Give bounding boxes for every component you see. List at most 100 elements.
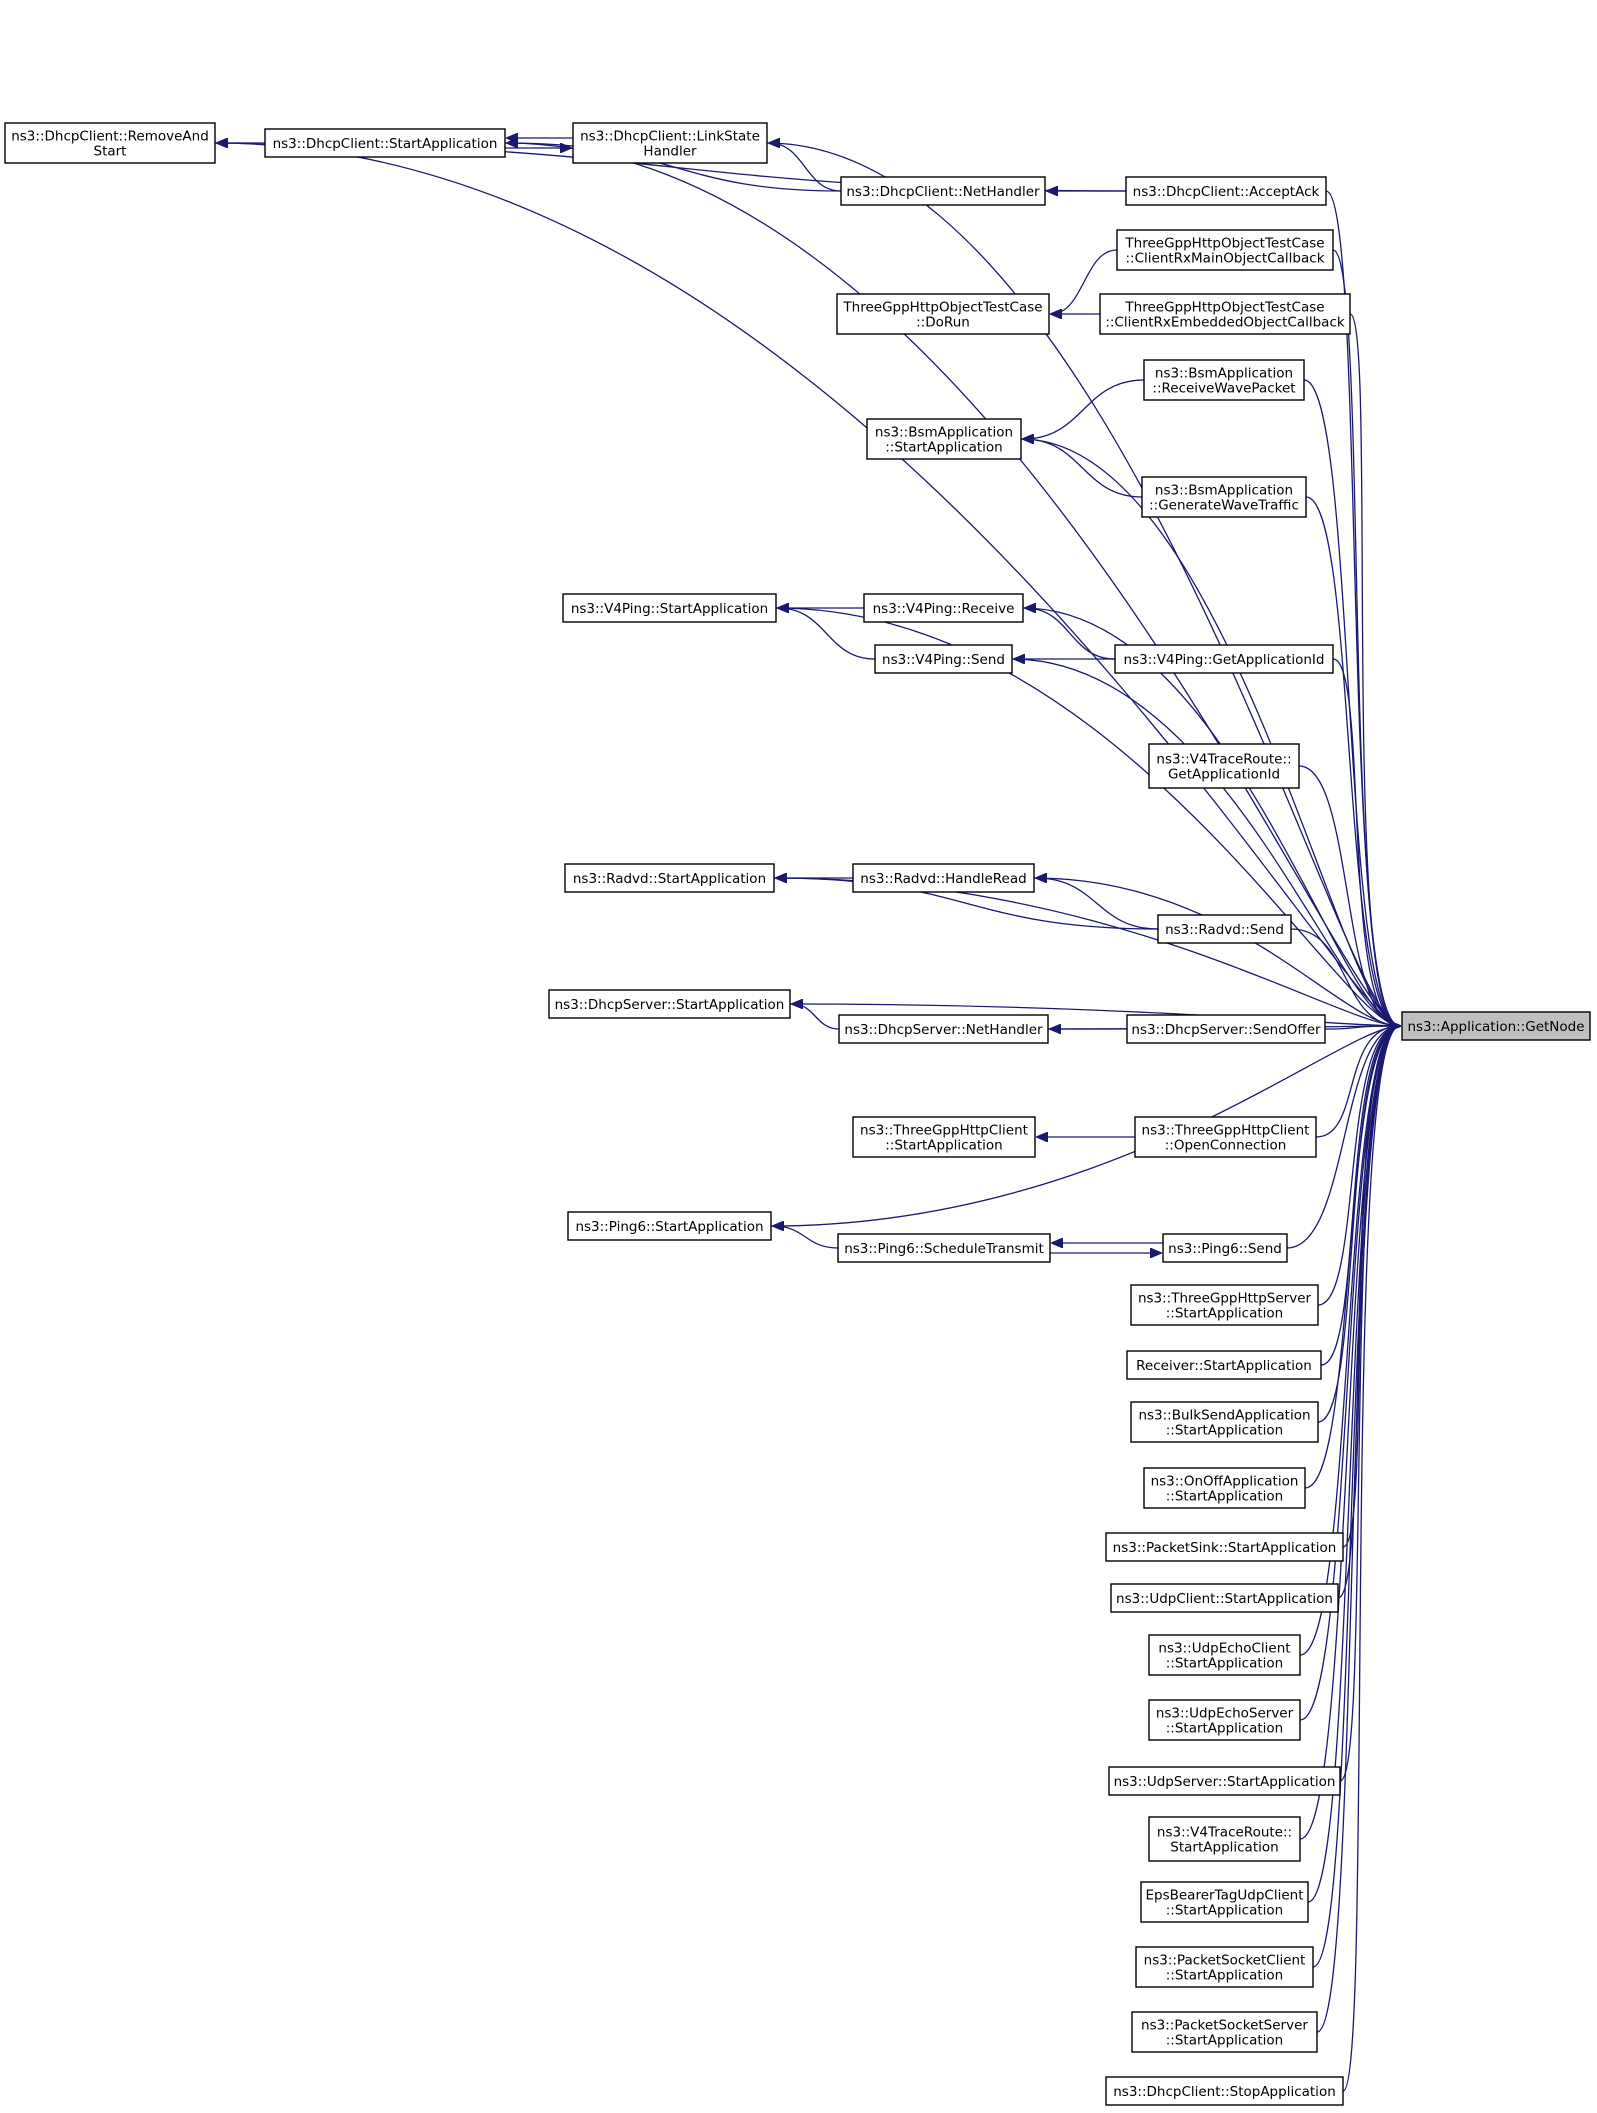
node-v4trace-startapp[interactable]: ns3::V4TraceRoute::StartApplication <box>1148 1816 1301 1862</box>
node-v4ping-receive[interactable]: ns3::V4Ping::Receive <box>863 593 1024 623</box>
node-bsm-receive[interactable]: ns3::BsmApplication::ReceiveWavePacket <box>1143 359 1305 401</box>
node-dhcpserver-nethandler[interactable]: ns3::DhcpServer::NetHandler <box>838 1014 1049 1044</box>
node-label: ::DoRun <box>916 315 970 331</box>
node-packetsink-startapp[interactable]: ns3::PacketSink::StartApplication <box>1105 1532 1344 1562</box>
node-acceptack[interactable]: ns3::DhcpClient::AcceptAck <box>1125 176 1327 206</box>
node-box <box>1126 1014 1326 1044</box>
node-httpserver-startapp[interactable]: ns3::ThreeGppHttpServer::StartApplicatio… <box>1130 1284 1319 1326</box>
node-label: ::StartApplication <box>885 440 1003 456</box>
node-udpechoserver-startapp[interactable]: ns3::UdpEchoServer::StartApplication <box>1148 1699 1301 1741</box>
node-dhcpserver-startapp[interactable]: ns3::DhcpServer::StartApplication <box>548 989 791 1019</box>
node-dhcp-stopapp[interactable]: ns3::DhcpClient::StopApplication <box>1105 2076 1344 2106</box>
node-radvd-handleread[interactable]: ns3::Radvd::HandleRead <box>852 863 1035 893</box>
node-label: ns3::Application::GetNode <box>1407 1019 1584 1035</box>
node-label: ns3::V4Ping::GetApplicationId <box>1124 652 1325 668</box>
node-label: ns3::DhcpClient::NetHandler <box>846 184 1040 200</box>
node-label: ns3::Ping6::StartApplication <box>575 1219 763 1235</box>
node-label: ::StartApplication <box>1166 1968 1284 1984</box>
node-v4trace-getappid[interactable]: ns3::V4TraceRoute::GetApplicationId <box>1148 743 1300 789</box>
node-box <box>567 1211 772 1241</box>
edge-radvd-send-to-getnode <box>1290 928 1400 1026</box>
node-box <box>1108 1766 1341 1796</box>
node-ping6-send[interactable]: ns3::Ping6::Send <box>1162 1233 1288 1263</box>
node-bsm-generate[interactable]: ns3::BsmApplication::GenerateWaveTraffic <box>1141 476 1307 518</box>
node-label: ns3::DhcpServer::SendOffer <box>1131 1022 1321 1038</box>
node-v4ping-getappid[interactable]: ns3::V4Ping::GetApplicationId <box>1114 644 1334 674</box>
node-label: ThreeGppHttpObjectTestCase <box>842 300 1042 316</box>
nodes-layer: ns3::Application::GetNodens3::DhcpClient… <box>4 122 1591 2106</box>
node-onoff-startapp[interactable]: ns3::OnOffApplication::StartApplication <box>1143 1467 1306 1509</box>
node-label: ns3::UdpEchoClient <box>1158 1641 1290 1657</box>
edge-v4ping-getappid-to-v4ping-receive <box>1025 608 1116 660</box>
node-box <box>1143 359 1305 401</box>
node-http-embedded[interactable]: ThreeGppHttpObjectTestCase::ClientRxEmbe… <box>1099 293 1351 335</box>
node-udpserver-startapp[interactable]: ns3::UdpServer::StartApplication <box>1108 1766 1341 1796</box>
edge-v4ping-receive-to-getnode <box>1022 607 1400 1026</box>
node-label: ns3::DhcpServer::NetHandler <box>844 1022 1043 1038</box>
node-label: ::StartApplication <box>1166 1423 1284 1439</box>
node-label: ns3::Ping6::Send <box>1168 1241 1282 1257</box>
node-box <box>1130 1284 1319 1326</box>
node-label: ns3::BsmApplication <box>1155 483 1293 499</box>
node-bulksend-startapp[interactable]: ns3::BulkSendApplication::StartApplicati… <box>1130 1401 1319 1443</box>
edge-bsm-receive-to-bsm-startapp <box>1023 379 1145 439</box>
node-box <box>4 122 216 164</box>
node-label: ::ReceiveWavePacket <box>1152 381 1295 397</box>
node-box <box>1110 1583 1339 1613</box>
node-label: ::GenerateWaveTraffic <box>1149 498 1299 514</box>
node-box <box>1148 1634 1301 1676</box>
node-radvd-send[interactable]: ns3::Radvd::Send <box>1157 914 1292 944</box>
node-box <box>1148 1699 1301 1741</box>
node-box <box>548 989 791 1019</box>
node-radvd-startapp[interactable]: ns3::Radvd::StartApplication <box>564 863 775 893</box>
node-label: ns3::UdpServer::StartApplication <box>1114 1774 1336 1790</box>
node-label: ns3::ThreeGppHttpClient <box>1142 1123 1310 1139</box>
node-ping6-schedule[interactable]: ns3::Ping6::ScheduleTransmit <box>837 1233 1051 1263</box>
node-ping6-startapp[interactable]: ns3::Ping6::StartApplication <box>567 1211 772 1241</box>
edge-ping6-schedule-to-ping6-startapp <box>773 1226 839 1249</box>
edge-radvd-send-to-radvd-handleread <box>1036 878 1159 930</box>
edge-dhcpserver-nethandler-to-dhcpserver-startapp <box>792 1004 840 1030</box>
node-dhcpserver-sendoffer[interactable]: ns3::DhcpServer::SendOffer <box>1126 1014 1326 1044</box>
node-label: GetApplicationId <box>1168 767 1280 783</box>
node-bsm-startapp[interactable]: ns3::BsmApplication::StartApplication <box>866 418 1022 460</box>
node-label: ns3::PacketSink::StartApplication <box>1113 1540 1337 1556</box>
node-box <box>1141 476 1307 518</box>
node-label: ns3::UdpEchoServer <box>1156 1706 1294 1722</box>
node-http-mainobj[interactable]: ThreeGppHttpObjectTestCase::ClientRxMain… <box>1116 229 1334 271</box>
node-label: ThreeGppHttpObjectTestCase <box>1124 236 1324 252</box>
node-dhcp-startapp[interactable]: ns3::DhcpClient::StartApplication <box>264 128 506 158</box>
edge-removeandstart-to-getnode <box>214 142 1400 1026</box>
node-getnode[interactable]: ns3::Application::GetNode <box>1401 1011 1591 1041</box>
node-box <box>1401 1011 1591 1041</box>
node-box <box>1157 914 1292 944</box>
node-label: ns3::V4Ping::StartApplication <box>571 601 768 617</box>
node-epsbearer-startapp[interactable]: EpsBearerTagUdpClient::StartApplication <box>1140 1881 1309 1923</box>
node-v4ping-startapp[interactable]: ns3::V4Ping::StartApplication <box>562 593 777 623</box>
node-udpclient-startapp[interactable]: ns3::UdpClient::StartApplication <box>1110 1583 1339 1613</box>
node-box <box>562 593 777 623</box>
node-label: ::StartApplication <box>1166 1306 1284 1322</box>
node-httpclient-openconn[interactable]: ns3::ThreeGppHttpClient::OpenConnection <box>1134 1116 1317 1158</box>
node-httpclient-startapp[interactable]: ns3::ThreeGppHttpClient::StartApplicatio… <box>852 1116 1036 1158</box>
edge-psclient-startapp-to-getnode <box>1312 1026 1400 1968</box>
node-udpechoclient-startapp[interactable]: ns3::UdpEchoClient::StartApplication <box>1148 1634 1301 1676</box>
node-dhcp-nethandler[interactable]: ns3::DhcpClient::NetHandler <box>840 176 1046 206</box>
node-label: ::StartApplication <box>1166 1721 1284 1737</box>
edge-v4ping-send-to-getnode <box>1011 658 1400 1026</box>
node-label: ns3::ThreeGppHttpClient <box>860 1123 1028 1139</box>
edge-epsbearer-startapp-to-getnode <box>1307 1026 1400 1903</box>
edge-udpechoclient-startapp-to-getnode <box>1299 1026 1400 1656</box>
node-label: Receiver::StartApplication <box>1136 1358 1312 1374</box>
node-label: ThreeGppHttpObjectTestCase <box>1124 300 1324 316</box>
node-http-dorun[interactable]: ThreeGppHttpObjectTestCase::DoRun <box>836 293 1050 335</box>
node-v4ping-send[interactable]: ns3::V4Ping::Send <box>874 644 1013 674</box>
node-box <box>852 1116 1036 1158</box>
node-label: ns3::Ping6::ScheduleTransmit <box>844 1241 1044 1257</box>
node-box <box>1125 176 1327 206</box>
node-psserver-startapp[interactable]: ns3::PacketSocketServer::StartApplicatio… <box>1131 2011 1318 2053</box>
node-receiver-startapp[interactable]: Receiver::StartApplication <box>1126 1350 1322 1380</box>
node-psclient-startapp[interactable]: ns3::PacketSocketClient::StartApplicatio… <box>1135 1946 1314 1988</box>
